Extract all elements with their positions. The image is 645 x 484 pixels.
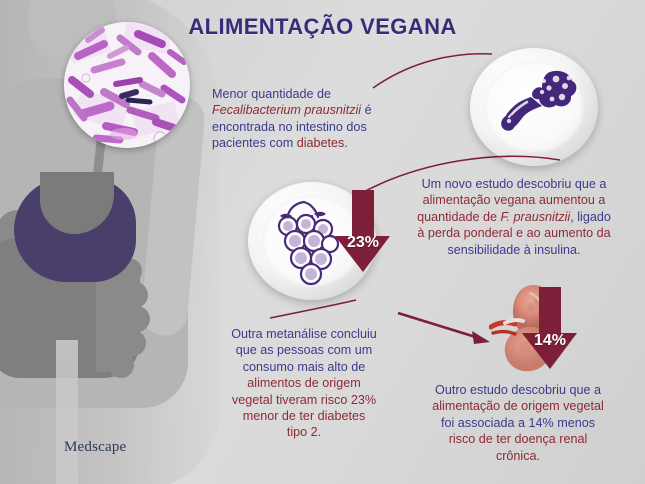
text-segment: Um novo estudo descobriu que a [421, 177, 607, 191]
text-segment: vegetal tiveram risco 23% [231, 392, 377, 407]
stat-arrow-23-percent: 23% [334, 190, 392, 272]
broccoli-icon [501, 70, 577, 131]
text-segment: quantidade de [417, 209, 501, 224]
text-line: crônica. [404, 448, 632, 464]
intestine-lobe-icon [124, 306, 150, 332]
text-segment: Outra metanálise concluiu [231, 327, 377, 341]
text-segment: menor de ter diabetes [242, 409, 366, 424]
text-line: sensibilidade à insulina. [390, 242, 638, 258]
text-line: risco de ter doença renal [404, 431, 632, 447]
text-segment: Fecalibacterium prausnitzii [212, 103, 362, 118]
text-line: Outro estudo descobriu que a [404, 382, 632, 398]
text-line: menor de ter diabetes [198, 408, 410, 424]
text-line: alimentação vegana aumentou a [390, 192, 638, 208]
text-segment: risco de ter doença renal [448, 432, 588, 447]
text-line: Fecalibacterium prausnitzii é [212, 102, 372, 118]
text-line: Um novo estudo descobriu que a [390, 176, 638, 192]
down-arrow-icon [335, 190, 390, 272]
text-segment: encontrada no intestino dos [212, 119, 367, 134]
down-arrow-icon [522, 287, 577, 369]
text-segment: foi associada a 14% menos [440, 415, 595, 430]
text-segment: sensibilidade à insulina. [447, 242, 581, 257]
text-segment: Outro estudo descobriu que a [435, 383, 601, 397]
text-block-kidney-study: Outro estudo descobriu que a alimentação … [404, 382, 632, 464]
text-segment: Menor quantidade de [212, 87, 332, 101]
text-block-metaanalysis: Outra metanálise concluiu que as pessoas … [198, 326, 410, 441]
intestine-lobe-icon [120, 330, 146, 356]
text-block-vegan-study: Um novo estudo descobriu que a alimentaçã… [390, 176, 638, 258]
text-line: alimentação de origem vegetal [404, 398, 632, 414]
page-title: ALIMENTAÇÃO VEGANA [188, 14, 457, 39]
text-segment: . [344, 136, 348, 151]
text-line: tipo 2. [198, 424, 410, 440]
text-segment: tipo 2. [286, 425, 322, 440]
text-segment: é [361, 103, 372, 118]
text-segment: diabetes [296, 136, 345, 151]
text-segment: alimentação de origem vegetal [432, 399, 604, 414]
intestine-lobe-icon [108, 352, 134, 378]
text-line: Outra metanálise concluiu [198, 326, 410, 342]
text-line: alimentos de origem [198, 375, 410, 391]
text-segment: , ligado [570, 209, 611, 224]
silhouette-leg-shadow [56, 340, 78, 484]
text-segment: alimentos de origem [247, 376, 361, 391]
grapes-plate-image [248, 182, 376, 300]
stat-arrow-14-percent: 14% [521, 287, 579, 369]
medscape-logo: Medscape [64, 439, 127, 455]
text-segment: pacientes com [212, 136, 297, 151]
intestine-lobe-icon [122, 282, 148, 308]
broccoli-plate-image [470, 48, 598, 166]
text-line: consumo mais alto de [198, 359, 410, 375]
text-line: vegetal tiveram risco 23% [198, 392, 410, 408]
text-line: Menor quantidade de [212, 86, 372, 102]
text-segment: consumo mais alto de [242, 359, 366, 374]
text-segment: crônica. [495, 448, 541, 463]
text-line: foi associada a 14% menos [404, 415, 632, 431]
text-segment: F. prausnitzii [500, 209, 571, 224]
text-segment: que as pessoas com um [235, 343, 373, 358]
text-line: pacientes com diabetes. [212, 135, 372, 151]
text-segment: alimentação vegana aumentou a [422, 193, 606, 208]
connector-grapes-to-text3 [269, 299, 357, 319]
text-line: encontrada no intestino dos [212, 119, 372, 135]
bacteria-micrograph-image [64, 22, 190, 148]
text-line: à perda ponderal e ao aumento da [390, 225, 638, 241]
text-line: que as pessoas com um [198, 342, 410, 358]
text-line: quantidade de F. prausnitzii, ligado [390, 209, 638, 225]
stomach-illustration [14, 172, 136, 282]
text-segment: à perda ponderal e ao aumento da [417, 226, 611, 241]
grapes-icon [277, 200, 340, 286]
arrow-to-kidney [397, 311, 490, 344]
